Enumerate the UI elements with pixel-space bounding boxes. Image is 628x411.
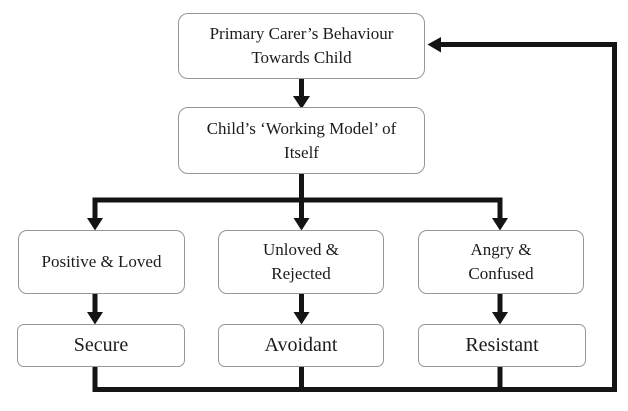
node-label-line: Unloved &: [262, 240, 340, 259]
node-angry-confused: Angry & Confused: [418, 230, 584, 294]
edge-primary-to-working-model: [293, 79, 310, 109]
node-label-line: Primary Carer’s Behaviour: [209, 24, 394, 43]
edge-unloved-to-avoidant: [293, 294, 310, 325]
node-label-line: Positive & Loved: [41, 252, 162, 271]
node-label-line: Secure: [73, 334, 129, 356]
node-secure: Secure: [17, 324, 185, 367]
node-label-line: Towards Child: [251, 48, 352, 67]
node-primary-carers-behaviour: Primary Carer’s Behaviour Towards Child: [178, 13, 425, 79]
edge-working-model-branch: [87, 174, 508, 231]
node-child-working-model: Child’s ‘Working Model’ of Itself: [178, 107, 425, 174]
node-avoidant: Avoidant: [218, 324, 384, 367]
node-label-line: Angry &: [470, 240, 532, 259]
node-label-line: Itself: [284, 142, 319, 162]
node-label-line: Avoidant: [264, 334, 338, 356]
node-label-line: Resistant: [465, 334, 539, 356]
node-resistant: Resistant: [418, 324, 586, 367]
node-label-line: Rejected: [271, 264, 331, 283]
edge-positive-to-secure: [87, 294, 103, 325]
node-positive-loved: Positive & Loved: [18, 230, 185, 294]
edge-feedback-loop: [92, 37, 617, 392]
node-label-line: Confused: [468, 264, 534, 283]
edge-angry-to-resistant: [492, 294, 508, 325]
node-unloved-rejected: Unloved & Rejected: [218, 230, 384, 294]
node-label-line: Child’s ‘Working Model’ of: [206, 118, 397, 138]
